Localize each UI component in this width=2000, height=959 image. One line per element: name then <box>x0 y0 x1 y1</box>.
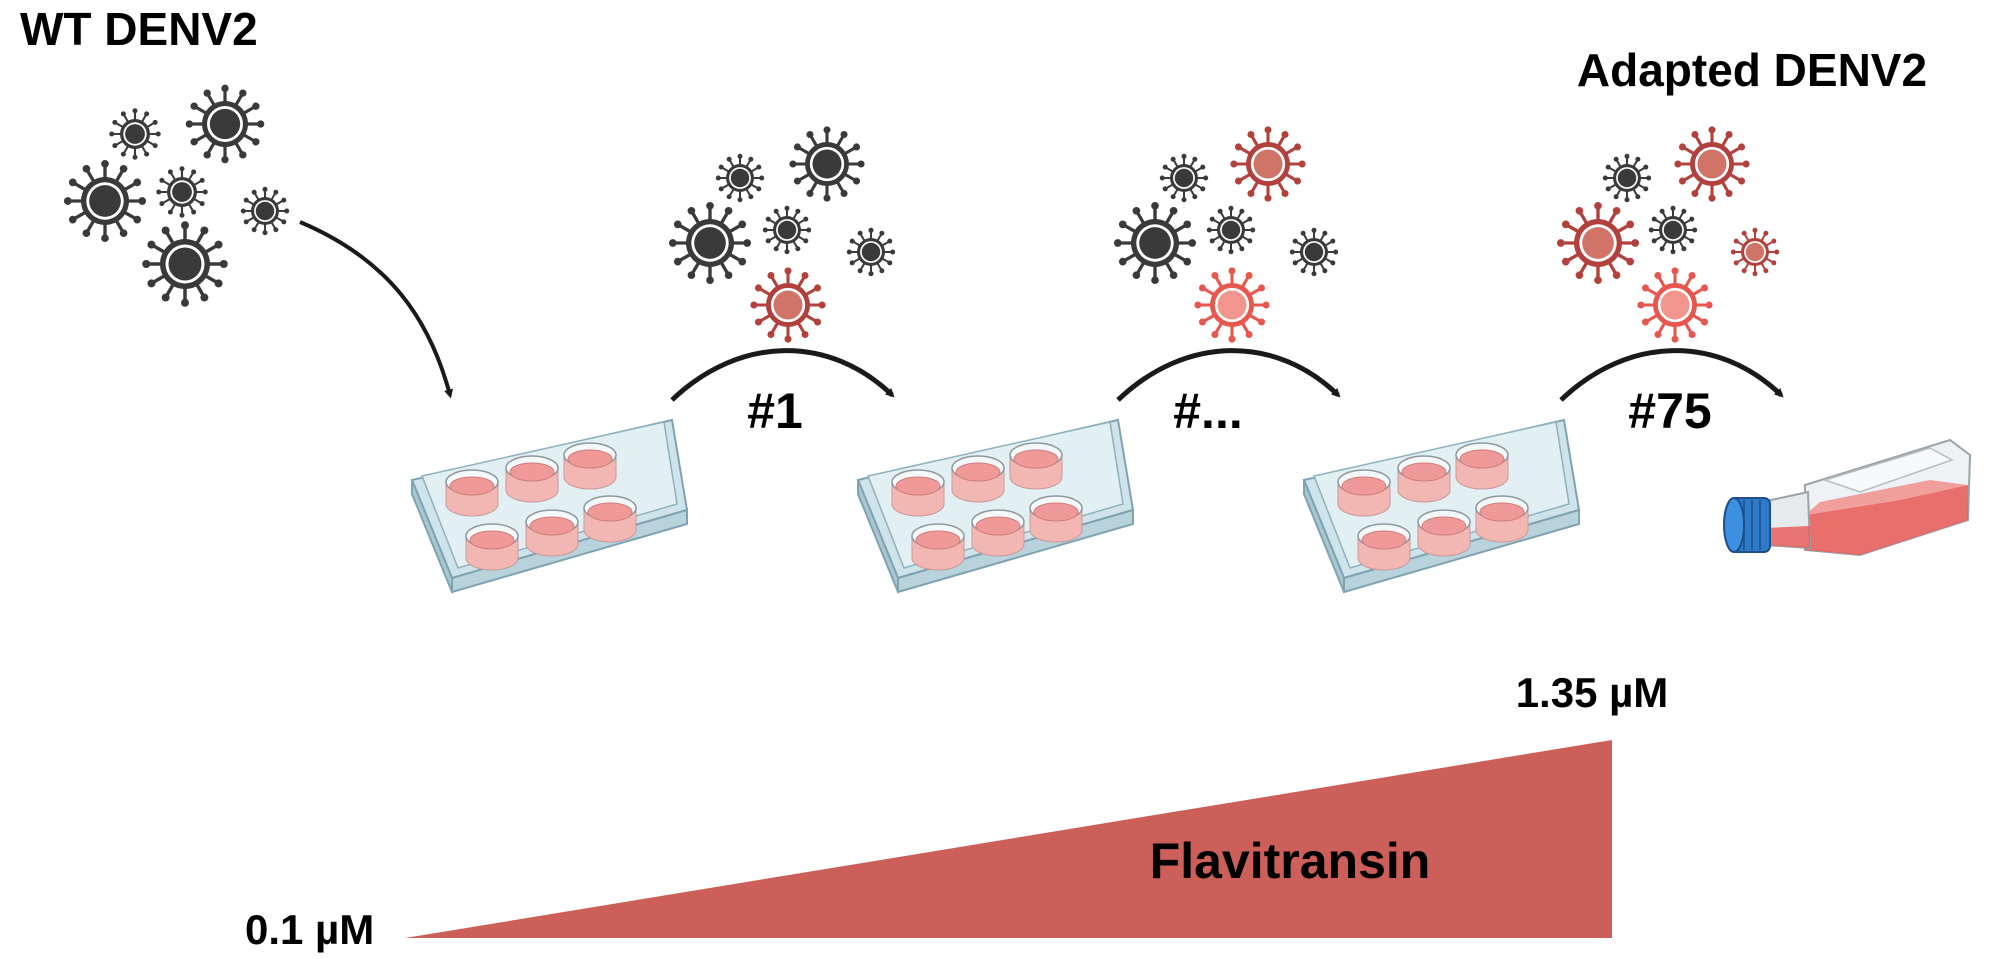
culture-flask-icon <box>1723 438 1972 557</box>
concentration-high-label: 1.35 µM <box>1516 669 1669 716</box>
virus-icon <box>1674 126 1750 202</box>
virus-clusters <box>63 84 1780 343</box>
well-plate-icon <box>856 418 1135 594</box>
virus-icon <box>1194 267 1270 343</box>
virus-icon <box>789 126 865 202</box>
virus-icon <box>846 227 896 277</box>
inoculation-arrow-icon <box>299 220 453 399</box>
virus-icon <box>1159 153 1209 203</box>
virus-icon <box>715 153 765 203</box>
flavitransin-gradient <box>405 740 1612 938</box>
adapted-denv2-title: Adapted DENV2 <box>1577 44 1927 96</box>
virus-icon <box>1637 267 1713 343</box>
virus-icon <box>142 221 228 307</box>
virus-icon <box>1206 205 1256 255</box>
well-plate-icon <box>1302 418 1581 594</box>
well-plate-icon <box>410 418 689 594</box>
virus-icon <box>1289 227 1339 277</box>
passage-arrow-icon-2 <box>1116 348 1341 402</box>
concentration-low-label: 0.1 µM <box>245 906 374 953</box>
virus-icon <box>1556 201 1640 285</box>
virus-icon <box>109 108 161 160</box>
virus-icon <box>668 201 752 285</box>
virus-icon <box>1602 153 1652 203</box>
compound-label: Flavitransin <box>1150 833 1431 889</box>
virus-icon <box>185 84 265 164</box>
virus-icon <box>1230 126 1306 202</box>
virus-icon <box>750 267 826 343</box>
virus-icon <box>1113 201 1197 285</box>
wt-denv2-title: WT DENV2 <box>20 3 258 55</box>
passage-label-3: #75 <box>1628 383 1711 439</box>
virus-icon <box>1730 227 1780 277</box>
virus-icon <box>240 186 290 236</box>
passage-label-1: #1 <box>747 383 803 439</box>
passage-arrow-icon-3 <box>1559 348 1784 402</box>
virus-icon <box>63 159 147 243</box>
well-plates <box>410 418 1581 594</box>
virus-icon <box>156 166 208 218</box>
passage-label-2: #... <box>1173 383 1242 439</box>
virus-icon <box>1648 205 1698 255</box>
virus-icon <box>762 205 812 255</box>
passage-arrow-icon-1 <box>670 348 895 402</box>
